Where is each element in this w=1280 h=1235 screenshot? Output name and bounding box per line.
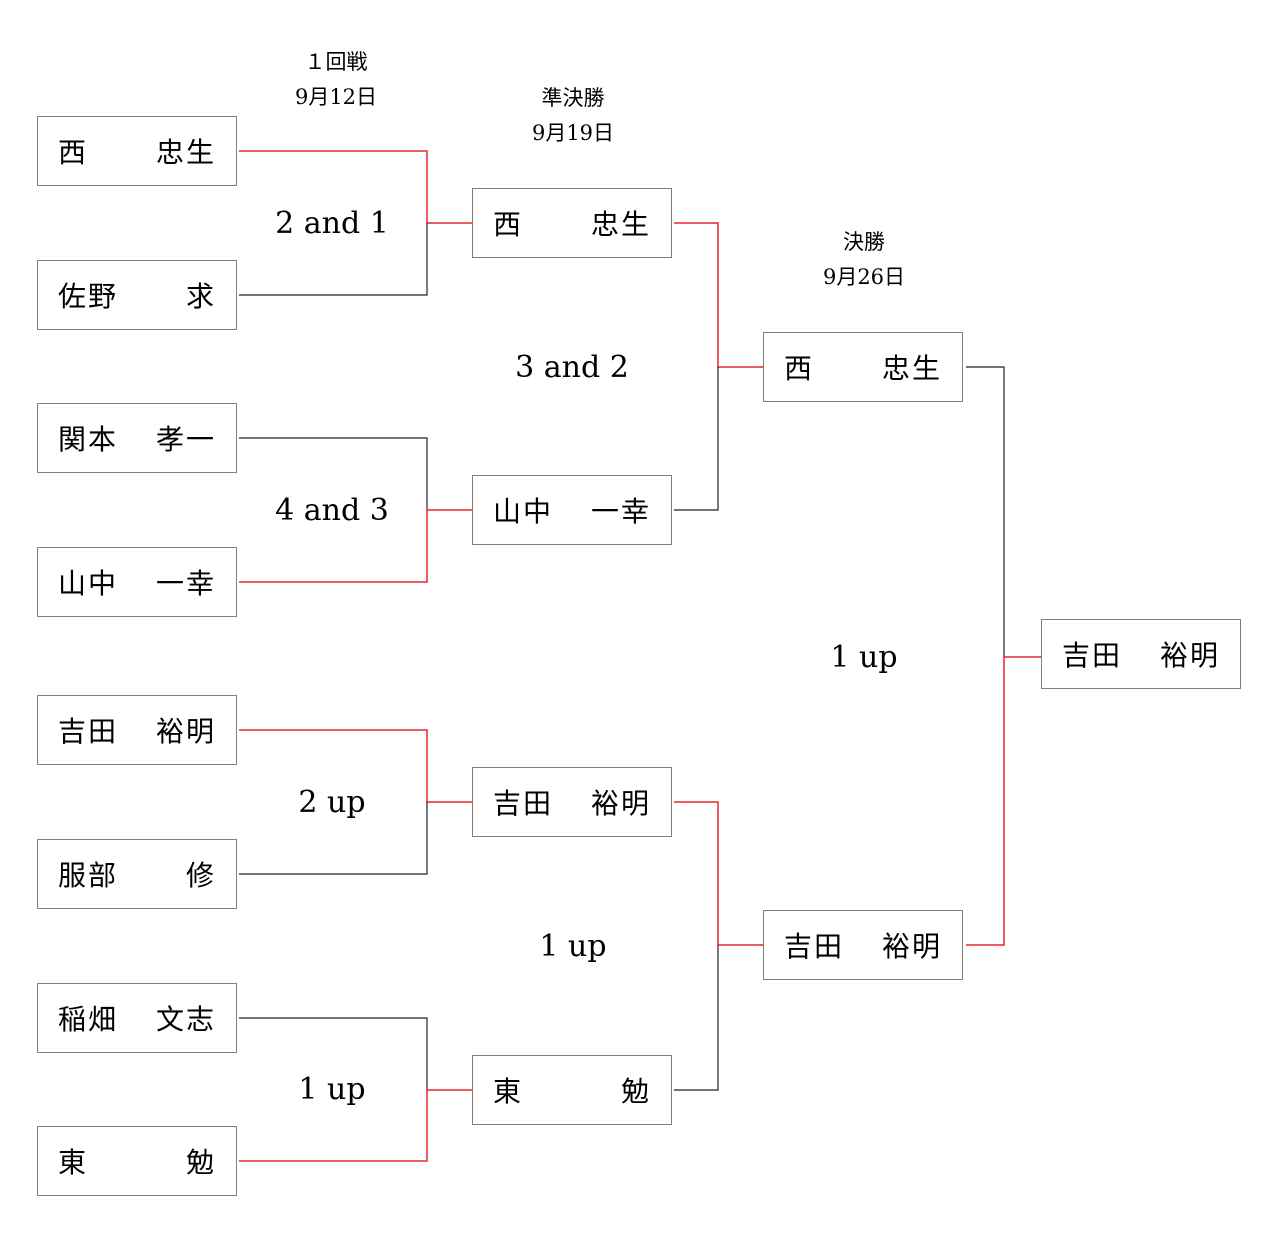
player-family-name: 吉田 [1062,639,1123,672]
player-r1-8: 東 勉 [37,1126,237,1196]
round-date: 9月19日 [531,121,615,145]
player-given-name: 勉 [185,1146,216,1179]
player-r1-6: 服部 修 [37,839,237,909]
player-family-name: 西 [493,208,524,241]
round-label-3: 決勝 9月26日 [764,225,964,295]
connector-final [966,366,1041,946]
player-r1-1: 西 忠生 [37,116,237,186]
connector-r1-m3 [239,729,472,875]
player-family-name: 山中 [58,567,119,600]
round-date: 9月26日 [822,265,906,289]
player-family-name: 佐野 [58,280,119,313]
player-r1-7: 稲畑 文志 [37,983,237,1053]
score-r1-m3: 2 up [298,785,366,820]
connector-r1-m2 [239,437,472,583]
player-given-name: 忠生 [155,136,216,169]
player-family-name: 服部 [58,859,119,892]
player-r1-5: 吉田 裕明 [37,695,237,765]
round-name: 準決勝 [541,86,605,110]
score-r1-m2: 4 and 3 [275,493,389,528]
connector-r1-m4 [239,1017,472,1162]
player-given-name: 一幸 [155,567,216,600]
player-family-name: 西 [784,352,815,385]
score-r1-m1: 2 and 1 [275,206,389,241]
connector-r2-m2 [674,801,763,1091]
player-given-name: 裕明 [155,715,216,748]
player-r2-4: 東 勉 [472,1055,672,1125]
score-final: 1 up [830,640,898,675]
player-given-name: 裕明 [881,930,942,963]
score-r2-m2: 1 up [539,929,607,964]
player-given-name: 修 [185,859,216,892]
player-r1-4: 山中 一幸 [37,547,237,617]
player-family-name: 吉田 [784,930,845,963]
player-r2-3: 吉田 裕明 [472,767,672,837]
connector-r2-m1 [674,222,763,511]
round-label-2: 準決勝 9月19日 [473,81,673,151]
player-given-name: 忠生 [590,208,651,241]
player-r1-2: 佐野 求 [37,260,237,330]
player-family-name: 東 [58,1146,89,1179]
round-date: 9月12日 [294,85,378,109]
player-r3-2: 吉田 裕明 [763,910,963,980]
player-family-name: 東 [493,1075,524,1108]
player-given-name: 一幸 [590,495,651,528]
player-given-name: 文志 [155,1003,216,1036]
player-given-name: 勉 [620,1075,651,1108]
player-r3-1: 西 忠生 [763,332,963,402]
player-given-name: 裕明 [590,787,651,820]
score-r1-m4: 1 up [298,1072,366,1107]
player-family-name: 吉田 [58,715,119,748]
round-name: １回戦 [304,50,368,74]
round-label-1: １回戦 9月12日 [236,45,436,115]
player-r1-3: 関本 孝一 [37,403,237,473]
player-r2-2: 山中 一幸 [472,475,672,545]
player-given-name: 忠生 [881,352,942,385]
round-name: 決勝 [843,230,885,254]
score-r2-m1: 3 and 2 [515,350,629,385]
player-given-name: 裕明 [1159,639,1220,672]
player-family-name: 関本 [58,423,119,456]
player-given-name: 求 [185,280,216,313]
player-family-name: 山中 [493,495,554,528]
connector-r1-m1 [239,150,472,296]
player-r2-1: 西 忠生 [472,188,672,258]
player-family-name: 吉田 [493,787,554,820]
champion: 吉田 裕明 [1041,619,1241,689]
player-family-name: 西 [58,136,89,169]
player-family-name: 稲畑 [58,1003,119,1036]
player-given-name: 孝一 [155,423,216,456]
